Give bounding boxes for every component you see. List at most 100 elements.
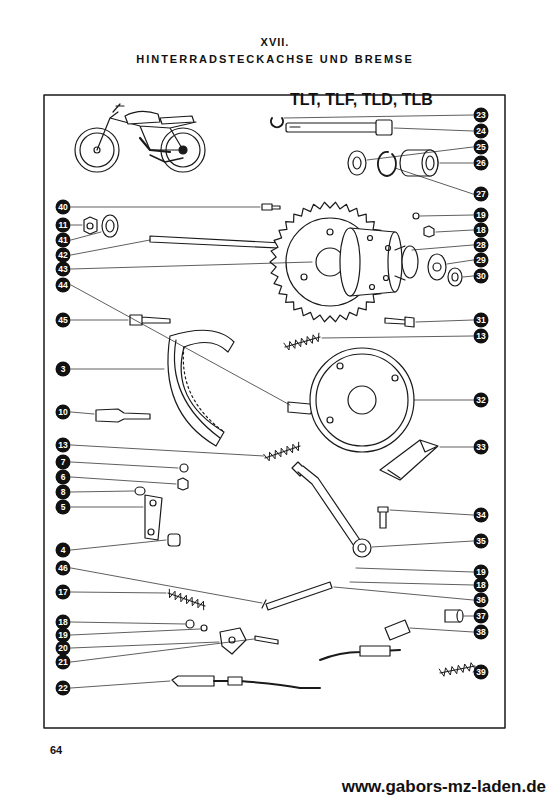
lever xyxy=(145,495,162,540)
callout-number: 43 xyxy=(55,261,71,277)
callout-text: 33 xyxy=(473,439,489,455)
callout-number: 10 xyxy=(55,404,71,420)
callout-number: 31 xyxy=(473,312,489,328)
clamp xyxy=(220,628,246,654)
callout-text: 42 xyxy=(55,247,71,263)
callout-text: 29 xyxy=(473,252,489,268)
callout-text: 19 xyxy=(473,207,489,223)
callout-text: 21 xyxy=(55,654,71,670)
callout-text: 32 xyxy=(473,392,489,408)
callout-text: 23 xyxy=(473,107,489,123)
callout-text: 39 xyxy=(473,664,489,680)
callout-number: 27 xyxy=(473,186,489,202)
callout-text: 8 xyxy=(55,484,71,500)
model-label: TLT, TLF, TLD, TLB xyxy=(290,91,433,109)
callout-text: 26 xyxy=(473,155,489,171)
callout-number: 45 xyxy=(55,312,71,328)
bolt xyxy=(385,317,414,327)
motorcycle-sketch xyxy=(75,104,205,172)
callout-number: 4 xyxy=(55,542,71,558)
callout-text: 46 xyxy=(55,560,71,576)
callout-number: 37 xyxy=(473,608,489,624)
callout-number: 38 xyxy=(473,624,489,640)
callout-number: 23 xyxy=(473,107,489,123)
callout-text: 34 xyxy=(473,507,489,523)
brake-plate xyxy=(310,348,414,452)
callout-number: 39 xyxy=(473,664,489,680)
callout-text: 10 xyxy=(55,404,71,420)
callout-number: 36 xyxy=(473,592,489,608)
callout-number: 13 xyxy=(473,328,489,344)
callout-number: 13 xyxy=(55,437,71,453)
callout-text: 18 xyxy=(473,577,489,593)
bracket xyxy=(380,440,438,480)
watermark: www.gabors-mz-laden.de xyxy=(342,777,546,797)
callout-text: 31 xyxy=(473,312,489,328)
callout-text: 45 xyxy=(55,312,71,328)
callout-text: 18 xyxy=(473,222,489,238)
washer xyxy=(348,151,366,175)
callout-text: 36 xyxy=(473,592,489,608)
callout-number: 18 xyxy=(473,222,489,238)
callout-number: 19 xyxy=(473,207,489,223)
callout-number: 8 xyxy=(55,484,71,500)
callout-number: 21 xyxy=(55,654,71,670)
callout-text: 25 xyxy=(473,139,489,155)
callout-number: 5 xyxy=(55,499,71,515)
bolt xyxy=(255,636,278,644)
callout-text: 7 xyxy=(55,454,71,470)
spring xyxy=(265,446,300,458)
callout-text: 44 xyxy=(55,277,71,293)
callout-number: 29 xyxy=(473,252,489,268)
callout-text: 13 xyxy=(55,437,71,453)
callout-number: 40 xyxy=(55,199,71,215)
callout-number: 35 xyxy=(473,533,489,549)
callout-text: 13 xyxy=(473,328,489,344)
pin xyxy=(96,409,150,422)
callout-number: 6 xyxy=(55,469,71,485)
callout-text: 24 xyxy=(473,123,489,139)
callout-number: 41 xyxy=(55,232,71,248)
callout-text: 3 xyxy=(55,361,71,377)
bearing xyxy=(428,254,446,280)
frame xyxy=(44,95,505,728)
bolt xyxy=(378,507,388,528)
callout-number: 30 xyxy=(473,268,489,284)
callout-number: 33 xyxy=(473,439,489,455)
brake-hub xyxy=(340,228,418,296)
section-number: XVII. xyxy=(261,36,290,48)
callout-number: 24 xyxy=(473,123,489,139)
callout-text: 5 xyxy=(55,499,71,515)
bolt xyxy=(130,315,170,325)
bushing xyxy=(168,534,180,546)
callout-number: 3 xyxy=(55,361,71,377)
callout-text: 11 xyxy=(55,217,71,233)
callout-number: 17 xyxy=(55,584,71,600)
brake-pedal-lever xyxy=(292,462,371,557)
callout-text: 28 xyxy=(473,237,489,253)
callout-text: 41 xyxy=(55,232,71,248)
leader-lines xyxy=(71,115,476,688)
callout-number: 42 xyxy=(55,247,71,263)
cable-with-grip xyxy=(320,620,410,660)
callout-number: 25 xyxy=(473,139,489,155)
lock-ring xyxy=(271,118,283,127)
callout-text: 27 xyxy=(473,186,489,202)
page-number: 64 xyxy=(50,744,62,756)
callout-text: 17 xyxy=(55,584,71,600)
callout-text: 22 xyxy=(55,680,71,696)
callout-number: 28 xyxy=(473,237,489,253)
bearing xyxy=(102,215,118,237)
callout-number: 34 xyxy=(473,507,489,523)
callout-number: 20 xyxy=(55,640,71,656)
callout-text: 43 xyxy=(55,261,71,277)
callout-number: 32 xyxy=(473,392,489,408)
callout-text: 4 xyxy=(55,542,71,558)
callout-number: 11 xyxy=(55,217,71,233)
callout-number: 7 xyxy=(55,454,71,470)
brake-cable xyxy=(172,676,320,688)
callout-text: 40 xyxy=(55,199,71,215)
callout-number: 44 xyxy=(55,277,71,293)
callout-number: 18 xyxy=(473,577,489,593)
